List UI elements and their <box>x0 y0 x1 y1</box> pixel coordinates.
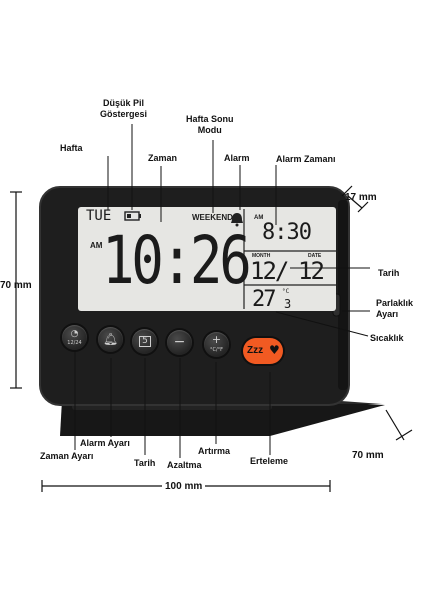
snooze-button[interactable]: Zzz ♥ <box>243 338 283 364</box>
increase-button[interactable]: + °C/°F <box>204 332 229 357</box>
side-edge <box>338 200 348 390</box>
label-week: Hafta <box>60 143 83 153</box>
dimension-depth: 17 mm <box>345 192 377 203</box>
lcd-alarm-time: 8:30 <box>262 220 312 245</box>
time-set-label: 12/24 <box>67 340 82 346</box>
lcd-temp-unit: °C <box>282 288 290 295</box>
bell-icon: 🔔︎ <box>102 332 119 346</box>
label-increase: Artırma <box>198 446 231 456</box>
label-time-set: Zaman Ayarı <box>40 451 94 461</box>
label-brightness: Parlaklık Ayarı <box>376 298 414 319</box>
label-date-bottom: Tarih <box>134 458 156 468</box>
lcd-am-main: AM <box>90 241 103 250</box>
dimension-width: 100 mm <box>162 481 206 492</box>
label-date-right: Tarih <box>378 268 400 278</box>
lcd-weekend: WEEKEND <box>192 213 233 222</box>
plus-icon: + <box>211 333 222 346</box>
alarm-bell-icon <box>231 213 243 227</box>
low-battery-icon <box>124 211 141 221</box>
lcd-main-time: 10:26 <box>102 222 252 299</box>
decrease-button[interactable]: − <box>167 330 192 355</box>
dimension-base: 70 mm <box>352 450 384 461</box>
date-button[interactable]: 5 <box>132 329 157 354</box>
dimension-height: 70 mm <box>0 280 32 291</box>
minus-icon: − <box>173 334 186 350</box>
lcd-date-label: DATE <box>308 253 322 259</box>
leader-lines <box>74 124 370 458</box>
lcd-weekday: TUE <box>86 208 112 224</box>
time-set-button[interactable]: ◔ 12/24 <box>62 325 87 350</box>
label-weekend-mode: Hafta Sonu Modu <box>186 114 234 135</box>
clock-body-edge <box>39 186 350 406</box>
clock-icon: ◔ <box>70 329 79 339</box>
label-low-battery: Düşük Pil Göstergesi <box>100 98 148 119</box>
label-temperature: Sıcaklık <box>370 333 404 343</box>
label-alarm: Alarm <box>224 153 250 163</box>
snooze-label: Zzz <box>247 345 264 356</box>
label-alarm-time: Alarm Zamanı <box>276 154 336 164</box>
calendar-icon: 5 <box>139 336 151 347</box>
alarm-set-button[interactable]: 🔔︎ <box>98 327 123 352</box>
label-alarm-set: Alarm Ayarı <box>80 438 130 448</box>
label-decrease: Azaltma <box>167 460 202 470</box>
lcd-am-alarm: AM <box>254 215 264 221</box>
label-snooze: Erteleme <box>250 456 289 466</box>
unit-toggle-label: °C/°F <box>209 347 224 353</box>
lcd-temp-whole: 27 <box>252 287 276 312</box>
label-time: Zaman <box>148 153 178 163</box>
lcd-temp-dec: 3 <box>284 297 292 311</box>
lcd-month: 12/ <box>250 257 289 285</box>
lcd-month-label: MONTH <box>252 253 271 259</box>
light-icon: ♥ <box>269 343 280 357</box>
lcd-date: 12 <box>298 257 325 285</box>
